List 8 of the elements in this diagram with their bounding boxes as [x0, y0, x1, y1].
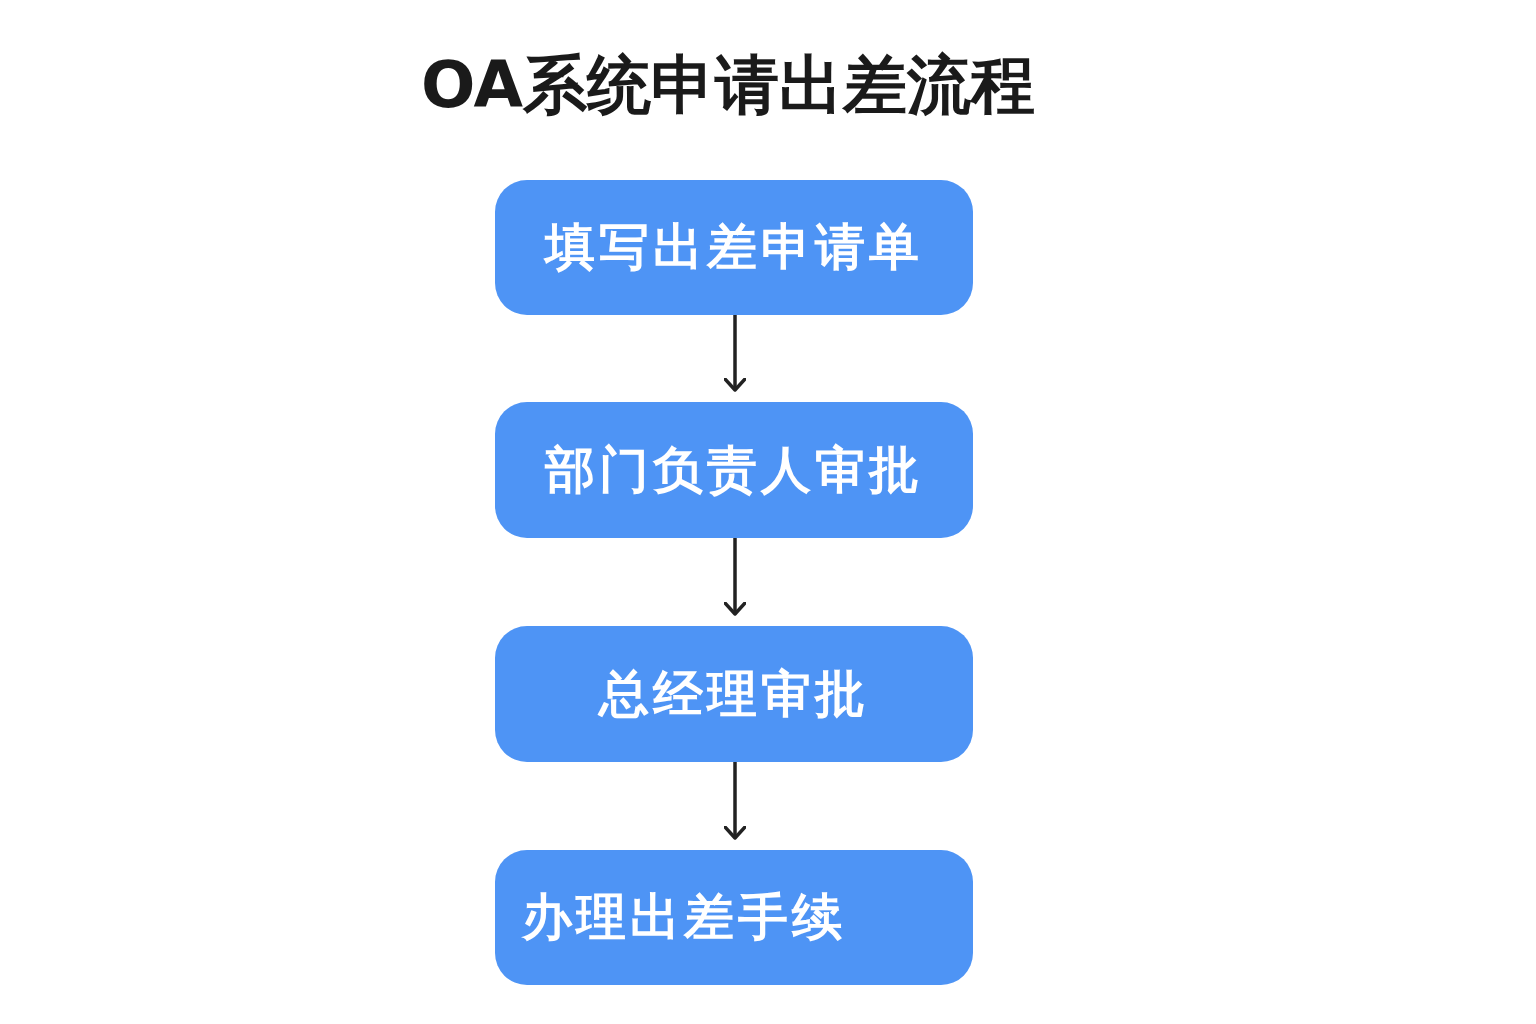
- arrow: [723, 315, 747, 392]
- process-box: 部门负责人审批: [495, 402, 973, 538]
- arrow: [723, 762, 747, 840]
- process-box: 办理出差手续: [495, 850, 973, 985]
- arrow: [723, 538, 747, 616]
- title: OA系统申请出差流程: [419, 47, 1037, 124]
- process-box: 填写出差申请单: [495, 180, 973, 315]
- process-box: 总经理审批: [495, 626, 973, 762]
